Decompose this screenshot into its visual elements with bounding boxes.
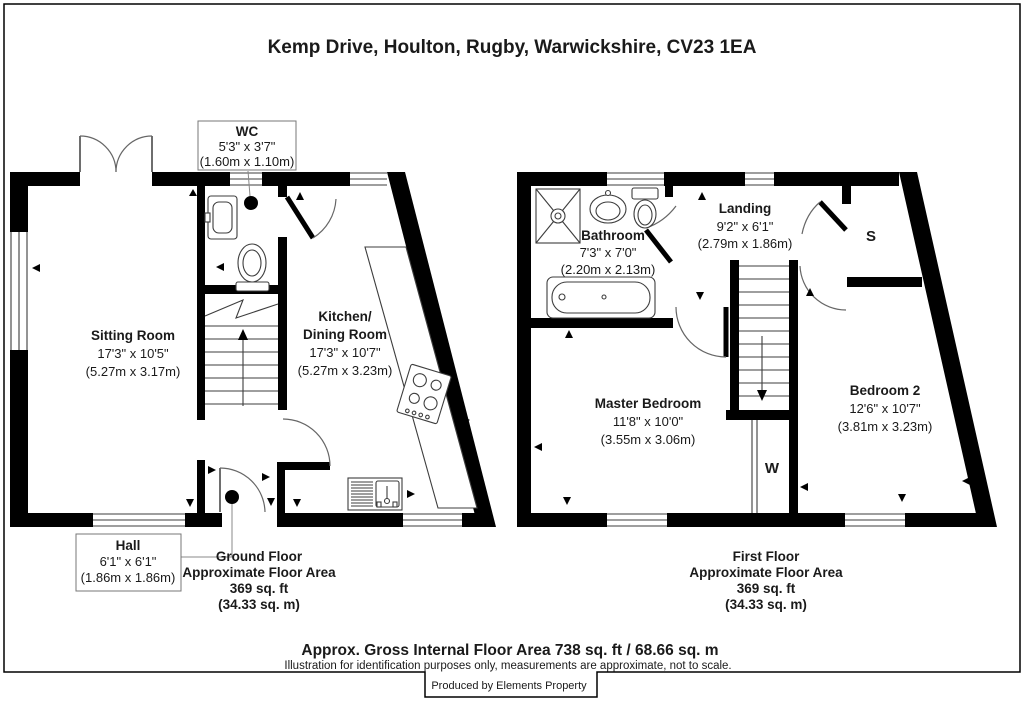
landing-window [745, 172, 774, 186]
ground-floor-plan: WC 5'3" x 3'7" (1.60m x 1.10m) Sitting R… [10, 120, 496, 612]
sitting-room-metric: (5.27m x 3.17m) [86, 364, 181, 379]
kitchen-metric: (5.27m x 3.23m) [298, 363, 393, 378]
kitchen-sink-unit [347, 477, 403, 511]
first-caption-line3: 369 sq. ft [737, 581, 796, 596]
footer: Approx. Gross Internal Floor Area 738 sq… [284, 642, 731, 692]
first-floor-caption: First Floor Approximate Floor Area 369 s… [689, 549, 843, 612]
hall-label: Hall [116, 538, 141, 553]
bathroom-label: Bathroom [581, 228, 645, 243]
page-title: Kemp Drive, Houlton, Rugby, Warwickshire… [268, 37, 757, 58]
wc-leader-line [247, 170, 251, 197]
ground-caption-line3: 369 sq. ft [230, 581, 289, 596]
kitchen-imperial: 17'3" x 10'7" [309, 345, 381, 360]
draining-board [351, 481, 373, 507]
ground-caption-line4: (34.33 sq. m) [218, 597, 300, 612]
kitchen-front-window [403, 513, 462, 527]
kitchen-hob [396, 363, 452, 425]
ground-floor-windows [10, 172, 462, 527]
first-floor-labels: Bathroom 7'3" x 7'0" (2.20m x 2.13m) Lan… [561, 201, 933, 612]
bedroom-2-label: Bedroom 2 [850, 383, 921, 398]
wc-dot [244, 196, 258, 210]
first-caption-line2: Approximate Floor Area [689, 565, 843, 580]
ground-floor-labels: WC 5'3" x 3'7" (1.60m x 1.10m) Sitting R… [75, 120, 393, 612]
kitchen-label-line1: Kitchen/ [318, 309, 372, 324]
kitchen-top-window [350, 172, 387, 186]
wardrobe-label: W [765, 460, 780, 477]
kitchen-door [281, 418, 331, 470]
kitchen-rear-door [284, 195, 337, 240]
bedroom-2-metric: (3.81m x 3.23m) [838, 419, 933, 434]
sitting-room-front-window [93, 513, 185, 527]
disclaimer-text: Illustration for identification purposes… [284, 660, 731, 672]
bathroom-imperial: 7'3" x 7'0" [580, 245, 637, 260]
wc-label: WC [236, 124, 259, 139]
ground-floor-walls [10, 172, 496, 527]
master-bedroom-imperial: 11'8" x 10'0" [613, 414, 684, 429]
bedroom-2-window [845, 513, 905, 527]
bedroom-2-door [799, 265, 847, 311]
gross-area-text: Approx. Gross Internal Floor Area 738 sq… [301, 642, 718, 659]
ground-floor-markers [32, 170, 470, 558]
front-door [219, 467, 266, 513]
wc-label-box [197, 120, 297, 171]
first-floor-plan: Bathroom 7'3" x 7'0" (2.20m x 2.13m) Lan… [517, 172, 997, 612]
ground-caption-line2: Approximate Floor Area [182, 565, 336, 580]
storage-label: S [866, 228, 876, 245]
storage-door [801, 200, 848, 235]
shower [535, 188, 581, 244]
producer-text: Produced by Elements Property [431, 680, 587, 692]
ground-caption-line1: Ground Floor [216, 549, 303, 564]
front-door-dot [225, 490, 239, 504]
wc-toilet [235, 243, 270, 292]
ground-floor-doors [79, 135, 337, 513]
sitting-room-imperial: 17'3" x 10'5" [97, 346, 169, 361]
master-bedroom-label: Master Bedroom [595, 396, 702, 411]
ground-floor-caption: Ground Floor Approximate Floor Area 369 … [182, 549, 336, 612]
first-floor-walls [517, 172, 997, 527]
bathroom-fixtures [535, 187, 659, 319]
bathroom-sink [589, 189, 627, 224]
bedroom-2-imperial: 12'6" x 10'7" [849, 401, 921, 416]
bathroom-metric: (2.20m x 2.13m) [561, 262, 656, 277]
bathtub [546, 276, 656, 319]
wardrobe-door [751, 420, 758, 513]
hall-metric: (1.86m x 1.86m) [81, 570, 176, 585]
first-floor-doors [644, 200, 848, 513]
wc-metric: (1.60m x 1.10m) [200, 154, 295, 169]
wc-fixtures [204, 195, 270, 292]
hall-leader-line [181, 504, 233, 558]
master-bedroom-door [675, 306, 729, 358]
french-doors [79, 135, 153, 173]
hall-imperial: 6'1" x 6'1" [100, 554, 157, 569]
page-border [3, 3, 1021, 698]
kitchen-fixtures [347, 246, 478, 511]
first-floor-windows [607, 172, 905, 527]
ground-floor-stairs [204, 298, 279, 406]
landing-metric: (2.79m x 1.86m) [698, 236, 793, 251]
master-bedroom-metric: (3.55m x 3.06m) [601, 432, 696, 447]
hall-label-box [75, 533, 182, 592]
sitting-room-label: Sitting Room [91, 328, 175, 343]
wc-sink [204, 195, 238, 240]
first-caption-line1: First Floor [733, 549, 800, 564]
master-bedroom-window [607, 513, 667, 527]
first-floor-stairs [739, 265, 789, 401]
landing-imperial: 9'2" x 6'1" [717, 219, 774, 234]
first-floor-markers [534, 192, 970, 505]
bathroom-toilet [631, 187, 659, 229]
sitting-room-side-window [10, 232, 28, 350]
kitchen-label-line2: Dining Room [303, 327, 387, 342]
bathroom-window [607, 172, 664, 186]
wc-imperial: 5'3" x 3'7" [219, 139, 276, 154]
landing-label: Landing [719, 201, 772, 216]
first-caption-line4: (34.33 sq. m) [725, 597, 807, 612]
wc-window [230, 172, 262, 186]
